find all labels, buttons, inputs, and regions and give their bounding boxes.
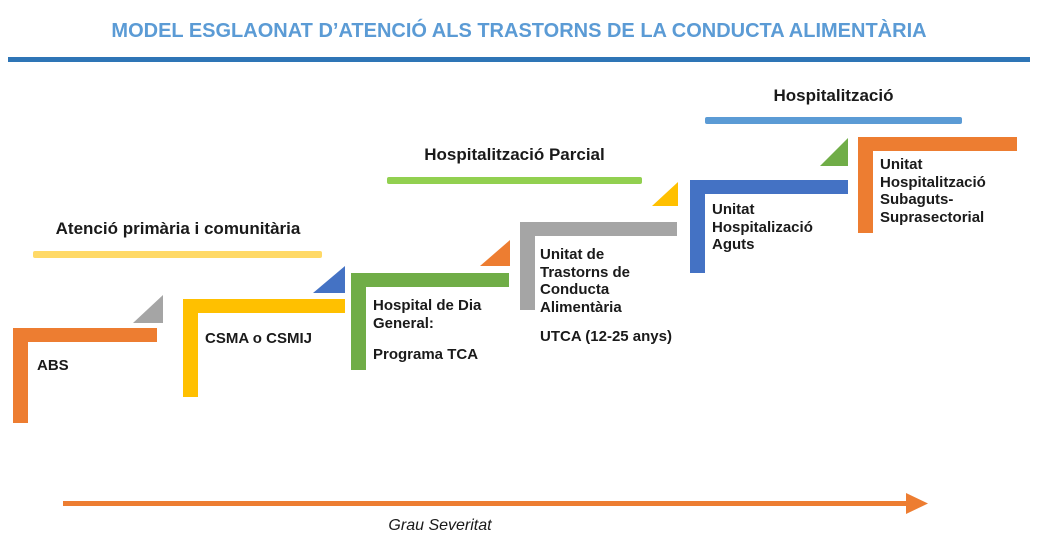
- step-sublabel-programa-tca: Programa TCA: [373, 346, 479, 363]
- group-heading-hospitalization: Hospitalització: [773, 86, 894, 105]
- step-label-utca: Unitat de Trastorns de Conducta Alimentà…: [540, 246, 631, 317]
- severity-axis-label: Grau Severitat: [388, 517, 492, 534]
- step-bracket-csma: [183, 299, 345, 397]
- step-up-triangle-icon-4: [652, 182, 678, 206]
- group-heading-partial-hospitalization: Hospitalització Parcial: [424, 145, 605, 164]
- step-bracket-subaguts: [858, 137, 1017, 233]
- step-bracket-hospital-de-dia: [351, 273, 509, 370]
- step-up-triangle-icon-3: [480, 240, 510, 266]
- step-bracket-aguts: [690, 180, 848, 273]
- step-up-triangle-icon-2: [313, 266, 345, 293]
- step-label-subaguts: Unitat Hospitalització Subaguts-Suprasec…: [880, 156, 986, 227]
- step-bracket-abs: [13, 328, 157, 423]
- severity-axis-line: [63, 501, 910, 506]
- step-up-triangle-icon-5: [820, 138, 848, 166]
- group-heading-primary-care: Atenció primària i comunitària: [55, 219, 301, 238]
- step-sublabel-utca-ages: UTCA (12-25 anys): [540, 328, 672, 345]
- step-label-abs: ABS: [37, 357, 69, 374]
- group-line-partial-hospitalization: [387, 177, 642, 184]
- severity-axis-arrowhead-icon: [906, 493, 928, 514]
- diagram-title: MODEL ESGLAONAT D’ATENCIÓ ALS TRASTORNS …: [111, 20, 927, 42]
- title-underline: [8, 57, 1030, 62]
- group-line-hospitalization: [705, 117, 962, 124]
- group-line-primary-care: [33, 251, 322, 258]
- step-label-hospital-de-dia: Hospital de Dia General:: [373, 297, 482, 332]
- step-bracket-utca: [520, 222, 677, 310]
- step-label-aguts: Unitat Hospitalizació Aguts: [712, 201, 813, 254]
- step-label-csma: CSMA o CSMIJ: [205, 330, 312, 347]
- step-up-triangle-icon-1: [133, 295, 163, 323]
